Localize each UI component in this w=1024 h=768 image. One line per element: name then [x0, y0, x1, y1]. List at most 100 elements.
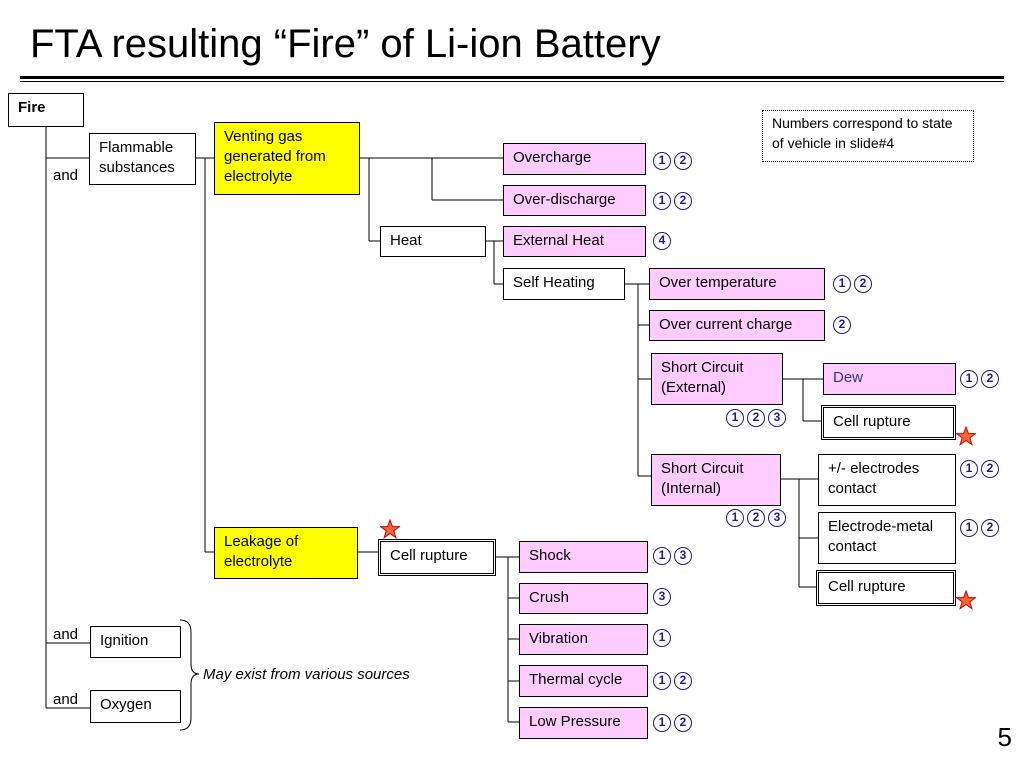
state-number-circle: 1 [960, 460, 978, 478]
node-vibration-label: Vibration [529, 630, 588, 647]
and-gate-label: and [53, 626, 79, 643]
legend-note: Numbers correspond to state of vehicle i… [762, 110, 974, 162]
page-title: FTA resulting “Fire” of Li-ion Battery [30, 22, 661, 66]
node-low-pressure-label: Low Pressure [529, 713, 621, 730]
node-cell-rupture-int: Cell rupture [816, 570, 956, 606]
state-number-circle: 4 [653, 232, 671, 250]
state-number-circle: 2 [747, 509, 765, 527]
state-number-circle: 1 [833, 275, 851, 293]
state-number-circle: 1 [960, 519, 978, 537]
node-fire-label: Fire [18, 99, 46, 116]
state-number-circle: 2 [854, 275, 872, 293]
and-gate-label: and [53, 691, 79, 708]
node-external-heat: External Heat [503, 226, 646, 257]
node-vibration: Vibration [519, 624, 648, 655]
node-over-discharge-label: Over-discharge [513, 191, 616, 208]
node-leakage: Leakage of electrolyte [214, 527, 358, 579]
node-sc-internal-label: Short Circuit (Internal) [661, 460, 744, 497]
node-electrode-metal: Electrode-metal contact [818, 512, 956, 564]
node-crush-label: Crush [529, 589, 570, 606]
node-venting-gas-label: Venting gas generated from electrolyte [224, 128, 326, 185]
state-number-circle: 3 [674, 547, 692, 565]
node-cell-rupture-leak: Cell rupture [378, 539, 496, 576]
state-number-circle: 2 [674, 192, 692, 210]
state-number-circle: 2 [674, 714, 692, 732]
and-gate-label: and [53, 167, 79, 184]
node-over-current-charge-label: Over current charge [659, 316, 793, 333]
node-crush: Crush [519, 583, 648, 614]
state-circles-over-current-charge: 2 [833, 316, 851, 334]
state-circles-vibration: 1 [653, 629, 671, 647]
node-over-current-charge: Over current charge [649, 310, 825, 341]
state-number-circle: 1 [653, 547, 671, 565]
node-cell-rupture-ext: Cell rupture [821, 405, 956, 440]
node-fire: Fire [8, 93, 84, 127]
node-flammable-label: Flammable substances [99, 139, 175, 176]
node-cell-rupture-leak-label: Cell rupture [390, 547, 468, 564]
node-ignition-label: Ignition [100, 632, 149, 649]
state-number-circle: 2 [981, 370, 999, 388]
node-overcharge-label: Overcharge [513, 149, 592, 166]
state-number-circle: 3 [768, 409, 786, 427]
state-number-circle: 2 [833, 316, 851, 334]
node-self-heating: Self Heating [503, 268, 625, 300]
node-sc-internal: Short Circuit (Internal) [651, 454, 781, 506]
legend-note-text: Numbers correspond to state of vehicle i… [772, 115, 953, 151]
node-venting-gas: Venting gas generated from electrolyte [214, 122, 360, 195]
node-sc-external-label: Short Circuit (External) [661, 359, 744, 396]
node-electrode-metal-label: Electrode-metal contact [828, 518, 934, 555]
node-over-temperature: Over temperature [649, 268, 825, 300]
node-oxygen: Oxygen [90, 690, 181, 723]
state-number-circle: 1 [726, 509, 744, 527]
star-icon [956, 590, 976, 610]
state-number-circle: 2 [747, 409, 765, 427]
node-shock: Shock [519, 541, 648, 573]
may-exist-note: May exist from various sources [203, 666, 410, 683]
node-dew: Dew [823, 363, 956, 395]
node-over-discharge: Over-discharge [503, 185, 646, 216]
node-self-heating-label: Self Heating [513, 274, 595, 291]
node-overcharge: Overcharge [503, 143, 646, 175]
state-number-circle: 1 [960, 370, 978, 388]
state-number-circle: 1 [653, 714, 671, 732]
node-electrodes-contact: +/- electrodes contact [818, 454, 956, 506]
node-oxygen-label: Oxygen [100, 696, 152, 713]
state-number-circle: 3 [653, 588, 671, 606]
node-electrodes-contact-label: +/- electrodes contact [828, 460, 920, 497]
node-sc-external: Short Circuit (External) [651, 353, 783, 405]
state-number-circle: 3 [768, 509, 786, 527]
title-rule-thin [20, 81, 1004, 82]
node-flammable: Flammable substances [89, 133, 196, 185]
state-number-circle: 1 [653, 629, 671, 647]
state-number-circle: 1 [653, 192, 671, 210]
node-ignition: Ignition [90, 626, 181, 658]
node-thermal-cycle-label: Thermal cycle [529, 671, 623, 688]
node-leakage-label: Leakage of electrolyte [224, 533, 299, 570]
node-shock-label: Shock [529, 547, 571, 564]
node-dew-label: Dew [833, 369, 864, 386]
node-over-temperature-label: Over temperature [659, 274, 777, 291]
node-heat: Heat [380, 226, 486, 257]
node-low-pressure: Low Pressure [519, 707, 648, 739]
star-icon [956, 426, 976, 446]
page-number: 5 [997, 722, 1012, 752]
title-rule [20, 76, 1004, 79]
state-number-circle: 1 [653, 672, 671, 690]
node-heat-label: Heat [390, 232, 422, 249]
state-number-circle: 1 [653, 152, 671, 170]
state-number-circle: 1 [726, 409, 744, 427]
state-number-circle: 2 [674, 672, 692, 690]
star-icon [380, 519, 400, 539]
